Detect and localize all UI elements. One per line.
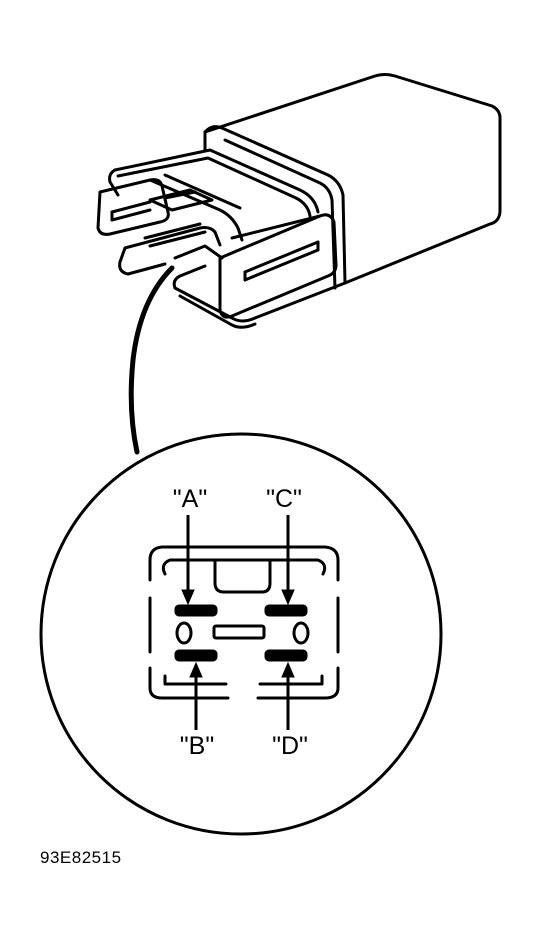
- terminal-tab-right: [218, 213, 338, 319]
- magnified-view-circle: [39, 432, 443, 836]
- arrow-d-head: [281, 661, 295, 678]
- terminal-slot-d: [264, 649, 308, 662]
- terminal-label-c: "C": [266, 485, 302, 513]
- terminal-label-d: "D": [272, 732, 308, 760]
- terminal-tab-top: [148, 188, 214, 212]
- callout-leader: [128, 265, 175, 455]
- connector-shroud: [108, 148, 320, 242]
- terminal-tab-middle: [118, 222, 224, 276]
- arrow-b-head: [189, 661, 203, 678]
- terminal-slots: [174, 604, 308, 662]
- connector-face: [148, 545, 340, 700]
- terminal-slot-a: [174, 604, 218, 617]
- terminal-label-b: "B": [180, 732, 214, 760]
- arrow-c-head: [281, 589, 295, 606]
- terminal-label-a: "A": [173, 485, 207, 513]
- arrow-a-head: [181, 589, 195, 606]
- terminal-tab-left: [96, 178, 170, 236]
- relay-body: [203, 73, 502, 290]
- connector-lip: [172, 264, 347, 329]
- pointer-arrows: [181, 515, 295, 730]
- terminal-slot-c: [264, 604, 308, 617]
- terminal-slot-b: [174, 649, 218, 662]
- figure-number: 93E82515: [40, 848, 122, 867]
